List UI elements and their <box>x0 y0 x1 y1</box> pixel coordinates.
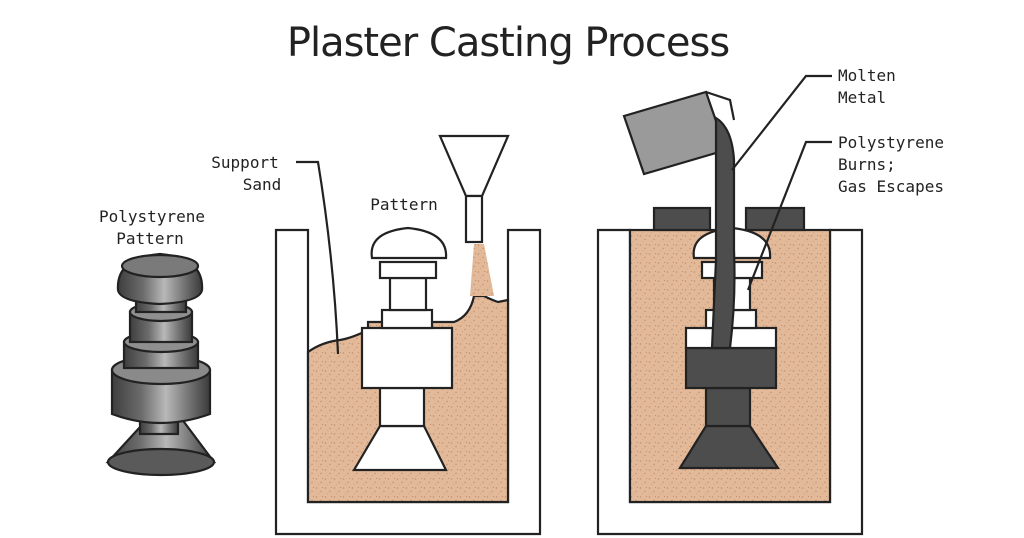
molten-metal-stream <box>710 116 736 350</box>
polystyrene-pattern-illustration <box>105 252 217 477</box>
molten-metal-label-line2: Metal <box>838 88 886 107</box>
funnel <box>438 134 510 244</box>
support-sand-label-line1: Support <box>211 153 278 172</box>
polystyrene-burns-leader-line <box>746 140 832 291</box>
molten-metal-label-line1: Molten <box>838 66 896 85</box>
pattern-label: Pattern <box>370 195 437 214</box>
support-sand-label-line2: Sand <box>243 175 282 194</box>
support-sand-leader-line <box>296 160 340 355</box>
polystyrene-burns-label-line1: Polystyrene <box>838 133 944 152</box>
diagram-title: Plaster Casting Process <box>287 20 729 66</box>
middle-pattern <box>352 226 454 472</box>
polystyrene-pattern-label-line2: Pattern <box>116 229 183 248</box>
molten-metal-leader-line <box>731 74 832 171</box>
polystyrene-burns-label-line3: Gas Escapes <box>838 177 944 196</box>
polystyrene-burns-label-line2: Burns; <box>838 155 896 174</box>
polystyrene-pattern-label-line1: Polystyrene <box>99 207 205 226</box>
